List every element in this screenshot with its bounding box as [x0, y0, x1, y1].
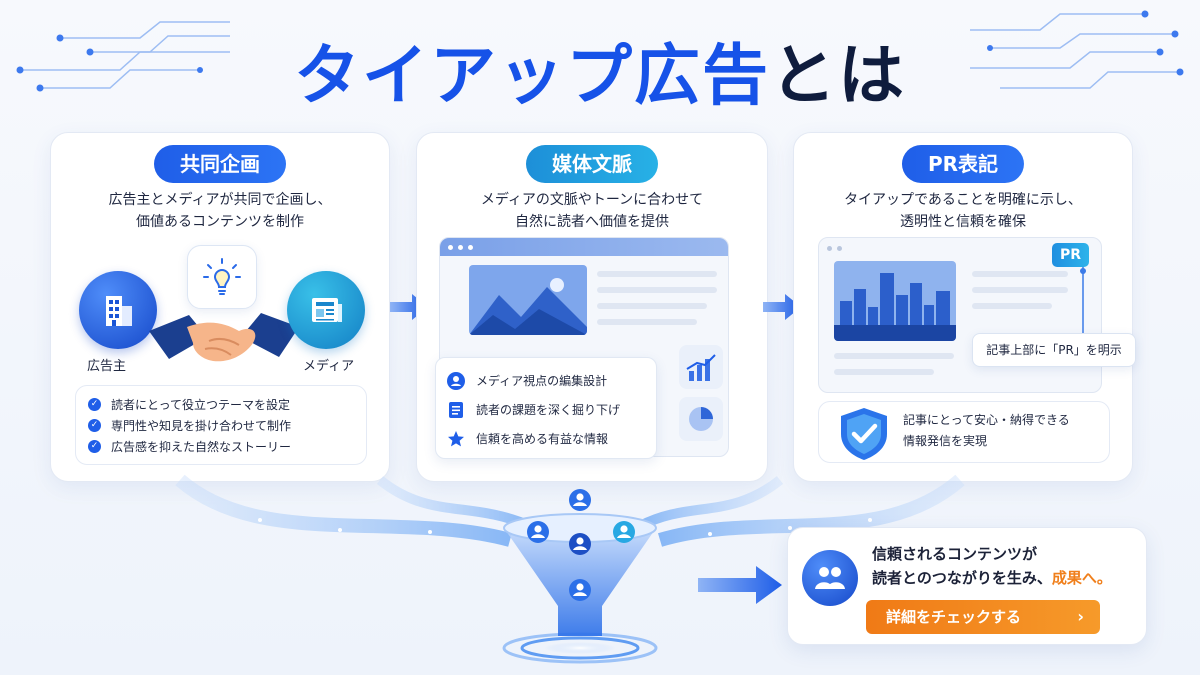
- check-icon: ✓: [88, 398, 101, 411]
- point-text: メディア視点の編集設計: [476, 374, 608, 388]
- text-line: [972, 303, 1052, 309]
- trust-line: 情報発信を実現: [903, 434, 988, 448]
- cta-line: 信頼されるコンテンツが: [872, 545, 1038, 563]
- card-joint-planning: 共同企画 広告主とメディアが共同で企画し、 価値あるコンテンツを制作 広告主: [50, 132, 390, 482]
- card-pr-label: PR表記 タイアップであることを明確に示し、 透明性と信頼を確保 PR: [793, 132, 1136, 482]
- pr-note: 記事上部に「PR」を明示: [972, 333, 1136, 367]
- point-text: 読者の課題を深く掘り下げ: [476, 403, 621, 417]
- document-icon: [446, 400, 466, 420]
- card-media-context: 媒体文脈 メディアの文脈やトーンに合わせて 自然に読者へ価値を提供: [416, 132, 768, 482]
- newspaper-icon: [287, 271, 365, 349]
- trust-text: 記事にとって安心・納得できる 情報発信を実現: [903, 410, 1070, 452]
- pie-chart-icon: [679, 397, 723, 441]
- card-heading: 媒体文脈: [526, 145, 658, 183]
- title-main: タイアップ広告: [294, 37, 770, 114]
- text-line: [597, 319, 697, 325]
- pr-connector: [1080, 267, 1086, 333]
- title-suffix: とは: [770, 37, 906, 114]
- cta-card: 信頼されるコンテンツが 読者とのつながりを生み、成果へ。 詳細をチェックする ›: [787, 527, 1147, 645]
- trust-callout: 記事にとって安心・納得できる 情報発信を実現: [818, 401, 1110, 463]
- media-label: メディア: [303, 359, 355, 374]
- check-details-button[interactable]: 詳細をチェックする ›: [866, 600, 1100, 634]
- check-icon: ✓: [88, 440, 101, 453]
- star-icon: [446, 429, 466, 449]
- text-line: [834, 369, 934, 375]
- editorial-points: メディア視点の編集設計 読者の課題を深く掘り下げ 信頼を高める有益な情報: [435, 357, 657, 459]
- users-icon: [802, 550, 858, 606]
- browser-titlebar: [440, 238, 728, 256]
- point-item: 読者の課題を深く掘り下げ: [446, 395, 646, 424]
- page-title: タイアップ広告とは: [0, 22, 1200, 118]
- arrow-right-icon: [763, 294, 801, 320]
- checklist-text: 読者にとって役立つテーマを設定: [111, 398, 291, 412]
- card-heading: 共同企画: [154, 145, 286, 183]
- checklist-text: 専門性や知見を掛け合わせて制作: [111, 419, 292, 433]
- point-item: メディア視点の編集設計: [446, 366, 646, 395]
- flow-streams: [175, 474, 965, 547]
- text-line: [597, 287, 717, 293]
- card-heading: PR表記: [901, 145, 1025, 183]
- text-line: [597, 303, 707, 309]
- building-icon: [79, 271, 157, 349]
- card-description: メディアの文脈やトーンに合わせて 自然に読者へ価値を提供: [417, 189, 767, 233]
- cta-line: 読者とのつながりを生み、成果へ。: [872, 566, 1112, 590]
- handshake-icon: [149, 313, 299, 362]
- text-line: [972, 287, 1068, 293]
- desc-line: 透明性と信頼を確保: [900, 214, 1026, 230]
- desc-line: 価値あるコンテンツを制作: [136, 214, 304, 230]
- text-line: [834, 353, 954, 359]
- checklist-text: 広告感を抑えた自然なストーリー: [111, 440, 292, 454]
- button-label: 詳細をチェックする: [886, 608, 1022, 626]
- bar-chart-icon: [679, 345, 723, 389]
- landscape-image-icon: [469, 265, 587, 335]
- text-line: [597, 271, 717, 277]
- pr-badge: PR: [1052, 243, 1090, 267]
- lightbulb-icon: [187, 245, 257, 309]
- point-item: 信頼を高める有益な情報: [446, 424, 646, 453]
- checklist-item: ✓ 読者にとって役立つテーマを設定: [88, 394, 354, 415]
- desc-line: 自然に読者へ価値を提供: [515, 214, 669, 230]
- arrow-right-icon: [698, 566, 782, 604]
- card-description: 広告主とメディアが共同で企画し、 価値あるコンテンツを制作: [51, 189, 389, 233]
- circuit-decoration-left: [16, 21, 230, 92]
- advertiser-label: 広告主: [87, 359, 127, 374]
- window-dots: [827, 246, 842, 251]
- cta-line-plain: 読者とのつながりを生み、: [872, 569, 1052, 587]
- check-icon: ✓: [88, 419, 101, 432]
- text-line: [972, 271, 1068, 277]
- city-image-icon: [834, 261, 956, 341]
- chevron-right-icon: ›: [1077, 607, 1084, 626]
- shield-check-icon: [841, 408, 887, 460]
- point-text: 信頼を高める有益な情報: [476, 432, 609, 446]
- user-icon: [446, 371, 466, 391]
- desc-line: 広告主とメディアが共同で企画し、: [108, 192, 332, 208]
- funnel-icon: [502, 489, 658, 664]
- card-description: タイアップであることを明確に示し、 透明性と信頼を確保: [794, 189, 1132, 233]
- cta-line-accent: 成果へ。: [1051, 569, 1112, 587]
- desc-line: メディアの文脈やトーンに合わせて: [480, 192, 704, 208]
- cta-message: 信頼されるコンテンツが 読者とのつながりを生み、成果へ。: [872, 542, 1112, 590]
- checklist-item: ✓ 専門性や知見を掛け合わせて制作: [88, 415, 354, 436]
- desc-line: タイアップであることを明確に示し、: [844, 192, 1082, 208]
- circuit-decoration-right: [970, 10, 1184, 89]
- checklist-item: ✓ 広告感を抑えた自然なストーリー: [88, 436, 354, 457]
- trust-line: 記事にとって安心・納得できる: [903, 413, 1070, 427]
- feature-checklist: ✓ 読者にとって役立つテーマを設定 ✓ 専門性や知見を掛け合わせて制作 ✓ 広告…: [75, 385, 367, 465]
